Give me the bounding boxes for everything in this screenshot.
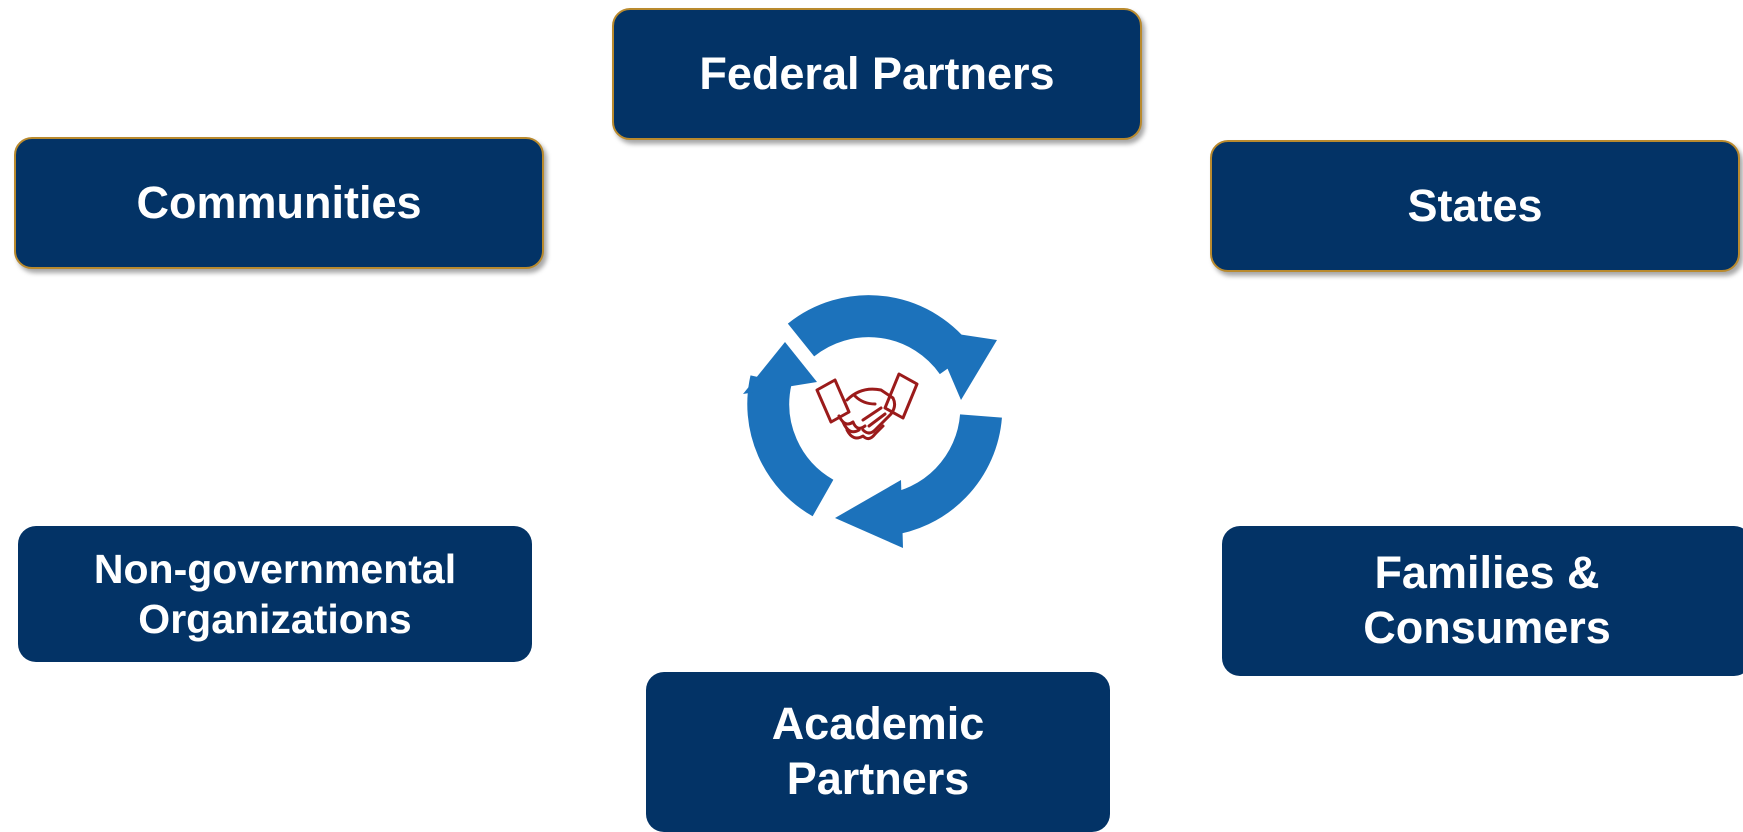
communities-box: Communities	[14, 137, 544, 269]
handshake-icon	[815, 372, 919, 441]
states-label: States	[1407, 179, 1543, 231]
federal-partners-box: Federal Partners	[612, 8, 1142, 140]
non-governmental-organizations-label: Non-governmental Organizations	[93, 545, 457, 642]
families-consumers-label: Families & Consumers	[1363, 547, 1611, 653]
families-consumers-box: Families & Consumers	[1222, 526, 1743, 676]
cycle-arrow-left	[747, 375, 834, 517]
cycle-arrow-top	[787, 295, 975, 375]
federal-partners-label: Federal Partners	[699, 47, 1055, 99]
non-governmental-organizations-box: Non-governmental Organizations	[18, 526, 532, 662]
academic-partners-box: Academic Partners	[646, 672, 1110, 832]
states-box: States	[1210, 140, 1740, 272]
cycle-arrows-icon	[743, 295, 1002, 548]
academic-partners-label: Academic Partners	[771, 698, 985, 804]
communities-label: Communities	[136, 176, 422, 228]
cycle-arrow-bottom	[882, 413, 1002, 536]
